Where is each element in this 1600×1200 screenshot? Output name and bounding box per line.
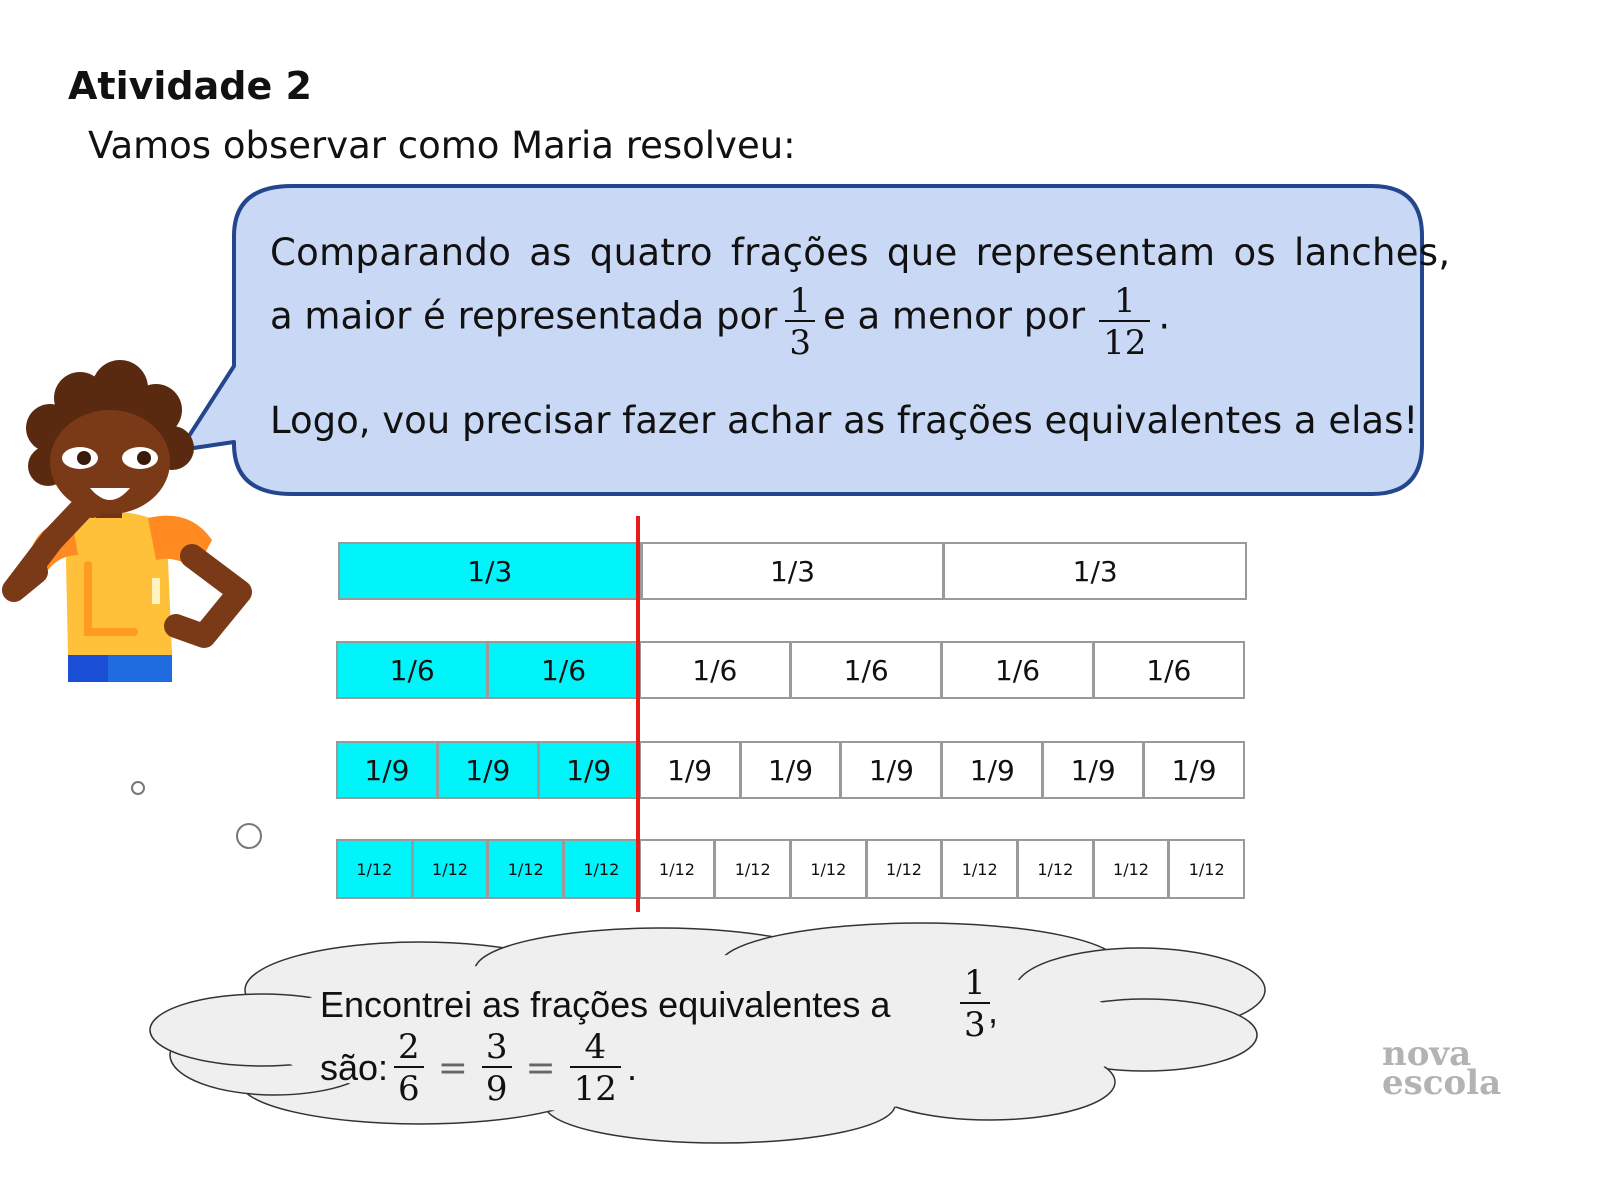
- fraction-bar-cell: 1/12: [1168, 839, 1245, 899]
- fraction-bar-cell: 1/3: [943, 542, 1247, 600]
- fraction-bar-cell: 1/9: [436, 741, 539, 799]
- fraction-bar-cell: 1/6: [1092, 641, 1245, 699]
- fraction-bar-cell: 1/12: [1092, 839, 1170, 899]
- equals-sign: =: [437, 1047, 468, 1089]
- fraction-bar-cell: 1/9: [638, 741, 741, 799]
- speech-line-1: Comparando as quatro frações que represe…: [270, 231, 1451, 274]
- fraction-bar-cell: 1/12: [487, 839, 564, 899]
- fraction-bar-cell: 1/12: [865, 839, 943, 899]
- fraction-bar-cell: 1/9: [336, 741, 438, 799]
- thought-comma: ,: [988, 990, 999, 1031]
- thought-end-period: .: [626, 1047, 637, 1088]
- page-subtitle: Vamos observar como Maria resolveu:: [88, 124, 796, 167]
- fraction-bar-cell: 1/6: [336, 641, 489, 699]
- red-divider-line: [636, 516, 640, 912]
- speech-line-3: Logo, vou precisar fazer achar as fraçõe…: [270, 398, 1419, 442]
- fraction-bar-cell: 1/12: [941, 839, 1018, 899]
- speech-text: Comparando as quatro frações que represe…: [270, 228, 1451, 446]
- fraction-bar-cell: 1/9: [1042, 741, 1145, 799]
- fraction-bar-cell: 1/6: [487, 641, 640, 699]
- fraction-bar-cell: 1/9: [941, 741, 1044, 799]
- fraction-bar-cell: 1/6: [790, 641, 943, 699]
- thought-line-1: Encontrei as frações equivalentes a: [320, 984, 891, 1025]
- speech-line-2-middle: e a menor por: [822, 294, 1086, 338]
- medium-circle: [236, 823, 262, 849]
- fraction-bar-cell: 1/9: [739, 741, 842, 799]
- logo-line-1: nova: [1382, 1034, 1472, 1074]
- fraction-bar-cell: 1/9: [537, 741, 640, 799]
- fraction-bar-cell: 1/12: [714, 839, 791, 899]
- nova-escola-logo: nova escola: [1382, 1034, 1502, 1103]
- fraction-bar-cell: 1/3: [338, 542, 642, 600]
- fraction-bar-cell: 1/12: [336, 839, 413, 899]
- logo-line-2: escola: [1382, 1062, 1502, 1103]
- equals-sign: =: [525, 1047, 556, 1089]
- fraction-bar-cell: 1/9: [1143, 741, 1245, 799]
- page-title: Atividade 2: [68, 64, 312, 108]
- thought-line-2-label: são:: [320, 1047, 389, 1088]
- fraction-bar-cell: 1/9: [840, 741, 943, 799]
- fraction-bar-cell: 1/12: [411, 839, 489, 899]
- fraction-bar-cell: 1/12: [563, 839, 640, 899]
- speech-line-2-end: .: [1158, 294, 1171, 338]
- fraction-bar-cell: 1/6: [941, 641, 1094, 699]
- fraction-bar-cell: 1/3: [640, 542, 945, 600]
- speech-line-2-start: a maior é representada por: [270, 294, 778, 338]
- small-circle: [131, 781, 145, 795]
